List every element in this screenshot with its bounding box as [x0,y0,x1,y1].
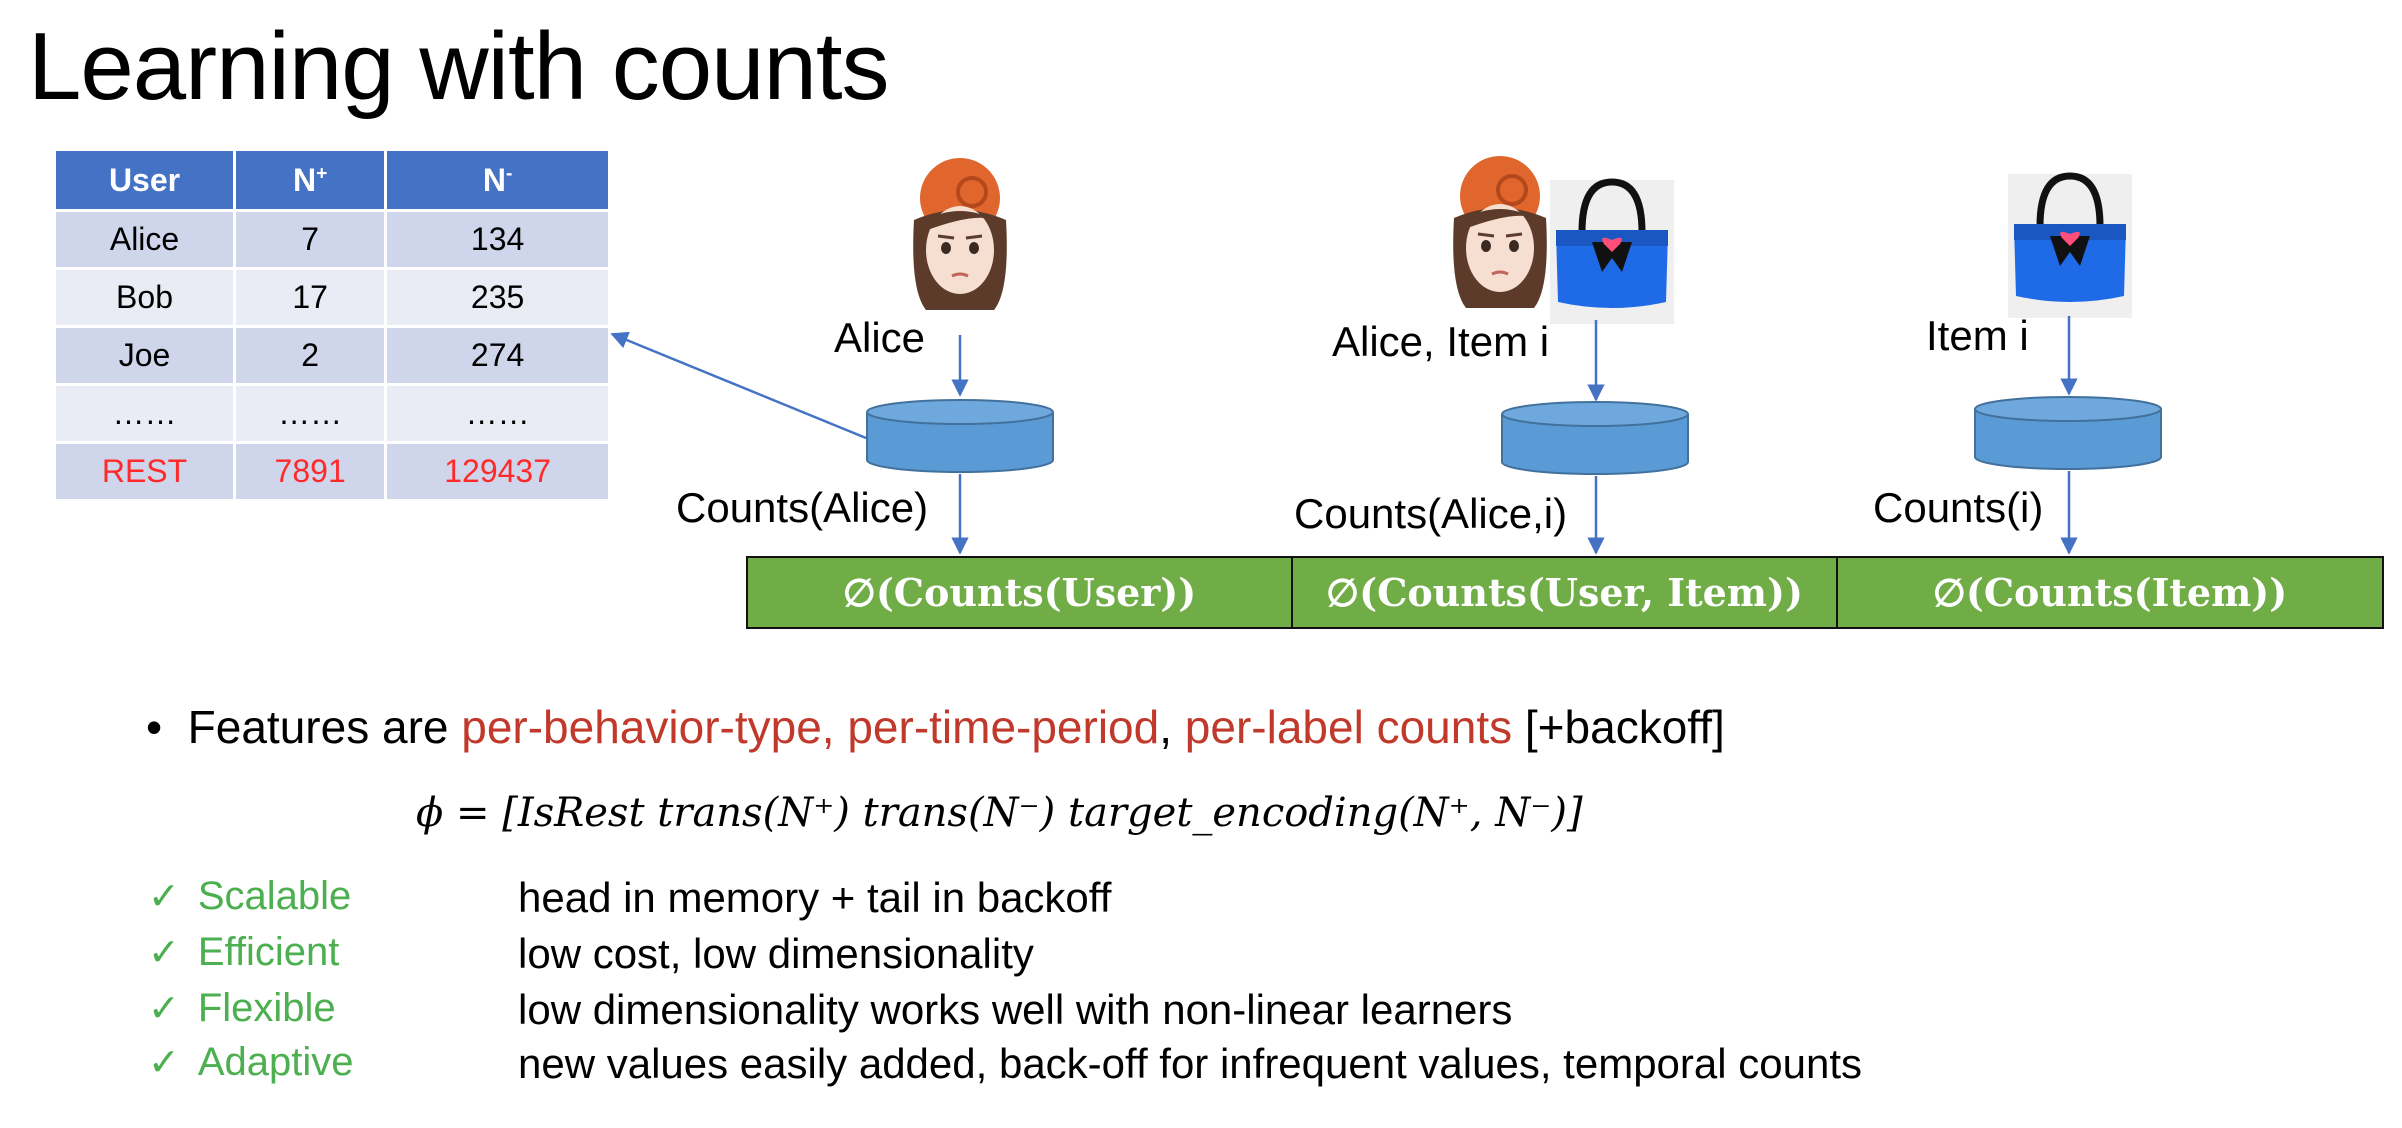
property-adaptive: ✓ Adaptive [148,1040,354,1085]
alice-emoji-icon [1451,154,1549,310]
checkmark-icon: ✓ [148,988,180,1030]
column-header-npos: N+ [233,148,388,212]
database-cylinder-user-item [1501,401,1689,475]
bullet-separator: , [1159,701,1185,753]
table-cell: 235 [384,267,611,328]
database-cylinder-user [866,399,1054,473]
table-cell: 17 [233,267,388,328]
table-cell: 7 [233,209,388,270]
checkmark-icon: ✓ [148,1042,180,1084]
table-row: Alice 7 134 [52,209,611,270]
table-cell: …… [233,383,388,444]
superscript-plus: + [316,162,328,184]
table-header-row: User N+ N- [52,148,611,212]
table-cell: 7891 [233,441,388,502]
database-cylinder-item [1974,396,2162,470]
column-header-nneg: N- [384,148,611,212]
property-efficient: ✓ Efficient [148,930,339,975]
table-cell: 134 [384,209,611,270]
alice-emoji-icon [911,156,1009,312]
label-alice: Alice [834,314,926,361]
handbag-icon [1550,180,1674,324]
property-name: Adaptive [197,1040,354,1084]
table-cell: Alice [52,209,237,270]
property-name: Flexible [197,986,336,1030]
table-cell: 274 [384,325,611,386]
bullet-prefix: Features are [187,701,462,753]
property-flexible: ✓ Flexible [148,986,336,1031]
property-desc: new values easily added, back-off for in… [518,1040,1862,1087]
page-title: Learning with counts [28,13,890,120]
counts-table: User N+ N- Alice 7 134 Bob 17 235 Joe 2 … [52,148,611,502]
table-row: …… …… …… [52,383,611,444]
arrow-to-table [610,331,867,440]
table-cell: …… [384,383,611,444]
handbag-icon [2008,174,2132,318]
table-cell: 2 [233,325,388,386]
property-scalable: ✓ Scalable [148,874,351,919]
feature-user: ∅(Counts(User)) [746,556,1293,629]
feature-user-item: ∅(Counts(User, Item)) [1291,556,1838,629]
label-item: Item i [1926,312,2029,359]
property-desc: low dimensionality works well with non-l… [518,986,1513,1033]
table-row-rest: REST 7891 129437 [52,441,611,502]
label-alice-item: Alice, Item i [1332,318,1550,365]
bullet-highlight-1: per-behavior-type, per-time-period [461,701,1160,753]
checkmark-icon: ✓ [148,932,180,974]
label-counts-item: Counts(i) [1873,484,2044,531]
feature-formula: ϕ = [IsRest trans(N⁺) trans(N⁻) target_e… [416,790,1583,836]
table-cell: 129437 [384,441,611,502]
checkmark-icon: ✓ [148,876,180,918]
column-header-user: User [52,148,237,212]
property-name: Scalable [197,874,352,918]
bullet-dot: • [146,701,188,753]
table-cell: Bob [52,267,237,328]
table-cell: Joe [52,325,237,386]
bullet-suffix: [+backoff] [1512,701,1725,753]
feature-bullet: • Features are per-behavior-type, per-ti… [146,700,1725,754]
property-name: Efficient [197,930,340,974]
superscript-minus: - [505,162,513,184]
table-cell: REST [52,441,237,502]
property-desc: low cost, low dimensionality [518,930,1034,977]
table-row: Bob 17 235 [52,267,611,328]
feature-item: ∅(Counts(Item)) [1836,556,2384,629]
property-desc: head in memory + tail in backoff [518,874,1112,921]
table-row: Joe 2 274 [52,325,611,386]
label-counts-alice-item: Counts(Alice,i) [1294,490,1568,537]
table-cell: …… [52,383,237,444]
label-counts-alice: Counts(Alice) [676,484,929,531]
bullet-highlight-2: per-label counts [1184,701,1513,753]
